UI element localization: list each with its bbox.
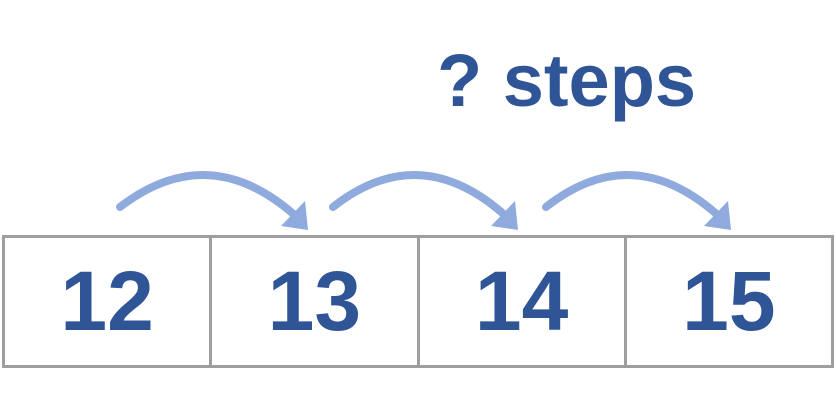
number-cell: 15 xyxy=(682,254,776,348)
jump-arc xyxy=(116,171,302,222)
jump-arc xyxy=(542,171,725,222)
jump-arrow-14-to-15 xyxy=(542,171,731,230)
number-cell: 14 xyxy=(420,238,627,365)
jump-arrow-12-to-13 xyxy=(116,171,308,230)
jump-arc xyxy=(329,171,512,222)
number-cell: 12 xyxy=(5,238,213,365)
number-cell: 13 xyxy=(212,238,420,365)
arrowhead xyxy=(704,201,731,230)
number-strip: 12 13 14 15 xyxy=(2,235,834,368)
arrowhead xyxy=(491,201,518,230)
arrowhead xyxy=(281,201,308,230)
steps-question-label: ? steps xyxy=(437,39,697,122)
jump-arrow-13-to-14 xyxy=(329,171,518,230)
